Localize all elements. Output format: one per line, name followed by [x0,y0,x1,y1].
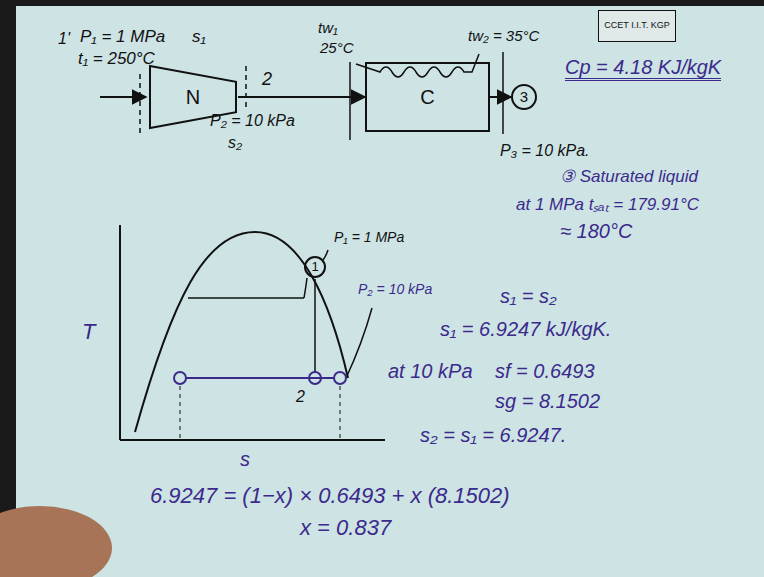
state-note: ③ Saturated liquid [560,168,698,187]
isobar-line [186,377,334,379]
state-label: 1' [58,30,70,48]
isobar-line [304,278,307,298]
node-text: 1 [311,260,318,274]
equation: 6.9247 = (1−x) × 0.6493 + x (8.1502) [150,484,510,508]
isobar-label: P₂ = 10 kPa [358,282,432,297]
state-point [309,372,321,384]
calculation-note: at 10 kPa [388,360,473,382]
calculation-note: ≈ 180°C [560,220,632,242]
node-text: 3 [520,89,528,105]
isentropic-line [314,279,316,372]
entropy-label: s₂ [228,134,242,152]
s-axis [120,439,385,441]
axis-label: T [82,320,95,344]
drop-line [180,386,181,438]
calculation-note: sf = 0.6493 [495,360,595,382]
node-text: N [186,87,200,108]
calculation-note: s₁ = s₂ [500,285,557,307]
outline [512,85,536,109]
state-circle: 3 [511,84,537,110]
water-temp-label: 25°C [320,40,354,57]
temperature-label: t₁ = 250°C [78,50,155,69]
node-text: CCET I.I.T. KGP [604,21,669,30]
frame-edge [0,0,16,577]
outline [366,63,489,131]
state-point [334,372,346,384]
water-temp-label: tw₂ = 35°C [468,28,539,45]
control-surface [139,74,141,136]
entropy-label: s₁ [192,28,206,47]
outline [150,66,236,128]
drop-line [340,386,341,438]
cooling-coil [356,54,479,77]
inlet-arrow [100,96,146,98]
condenser-box: C [365,62,490,132]
state-boundary [349,62,351,140]
isobar-line [188,297,304,299]
state-point [174,372,186,384]
calculation-note: sg = 8.1502 [495,390,600,412]
property-note: Cp = 4.18 KJ/kgK [565,56,721,81]
calculation-note: at 1 MPa tₛₐₜ = 179.91°C [516,196,699,215]
state-boundary [502,52,504,134]
flow-line [238,96,365,98]
outline [599,11,676,42]
state-label: 2 [296,388,305,406]
saturation-dome [135,232,348,432]
axis-label: s [240,448,250,470]
water-temp-label: tw₁ [318,20,338,37]
isobar-line [346,308,372,378]
isobar-line [323,250,328,260]
outline [305,257,325,277]
pressure-label: P₁ = 1 MPa [80,28,165,47]
control-surface [245,66,247,108]
t-axis [119,225,121,440]
node-text: C [420,87,434,108]
pressure-label: P₃ = 10 kPa. [500,142,590,160]
isobar-label: P₁ = 1 MPa [334,230,404,245]
hand [0,506,112,577]
flow-line [490,96,511,98]
state-label: 2 [262,70,272,90]
nozzle-shape: N [148,64,238,130]
logo-box: CCET I.I.T. KGP [598,10,676,42]
calculation-note: s₂ = s₁ = 6.9247. [420,424,566,446]
result: x = 0.837 [300,516,391,540]
frame-edge [0,0,764,6]
calculation-note: s₁ = 6.9247 kJ/kgK. [440,318,611,340]
state-circle: 1 [304,256,326,278]
